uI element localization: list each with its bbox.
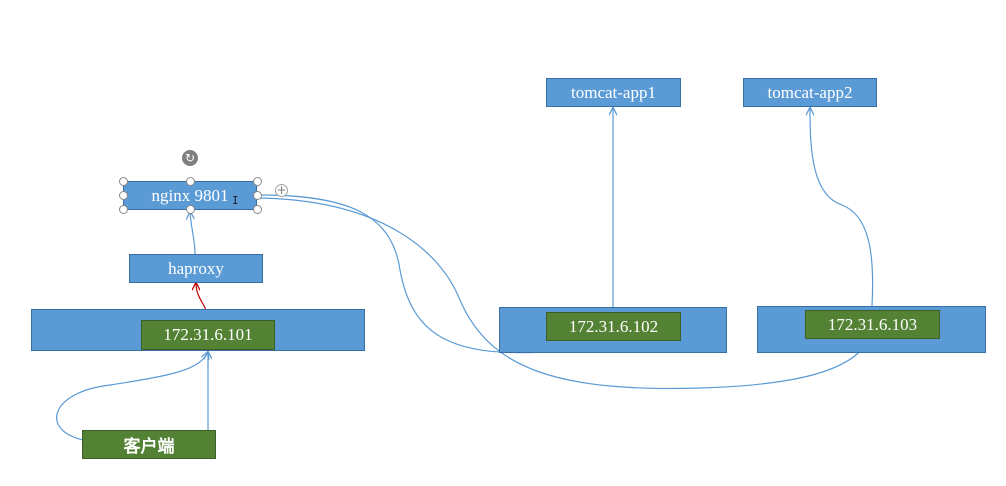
node-client[interactable]: 客户端	[82, 430, 216, 459]
edge-host103-to-tomcat2	[810, 108, 874, 307]
plus-icon[interactable]: +	[275, 183, 288, 197]
node-host-103[interactable]: 172.31.6.103	[805, 310, 940, 339]
node-host-101[interactable]: 172.31.6.101	[141, 320, 275, 350]
node-tomcat-app2[interactable]: tomcat-app2	[743, 78, 877, 107]
node-tomcat-app1[interactable]: tomcat-app1	[546, 78, 681, 107]
resize-handle-right[interactable]	[253, 191, 262, 200]
edge-nginx-to-host102	[258, 194, 546, 354]
rotate-handle-icon[interactable]: ↻	[182, 150, 198, 166]
resize-handle-bottom-right[interactable]	[253, 205, 262, 214]
text-cursor-icon: I	[232, 194, 239, 207]
resize-handle-top[interactable]	[186, 177, 195, 186]
resize-handle-top-right[interactable]	[253, 177, 262, 186]
node-haproxy[interactable]: haproxy	[129, 254, 263, 283]
resize-handle-top-left[interactable]	[119, 177, 128, 186]
resize-handle-bottom-left[interactable]	[119, 205, 128, 214]
edge-nginx-to-host103	[258, 197, 869, 390]
resize-handle-bottom[interactable]	[186, 205, 195, 214]
edge-client-to-host101-loop	[56, 352, 208, 441]
edge-haproxy-to-nginx	[190, 212, 196, 255]
node-host-102[interactable]: 172.31.6.102	[546, 312, 681, 341]
resize-handle-left[interactable]	[119, 191, 128, 200]
